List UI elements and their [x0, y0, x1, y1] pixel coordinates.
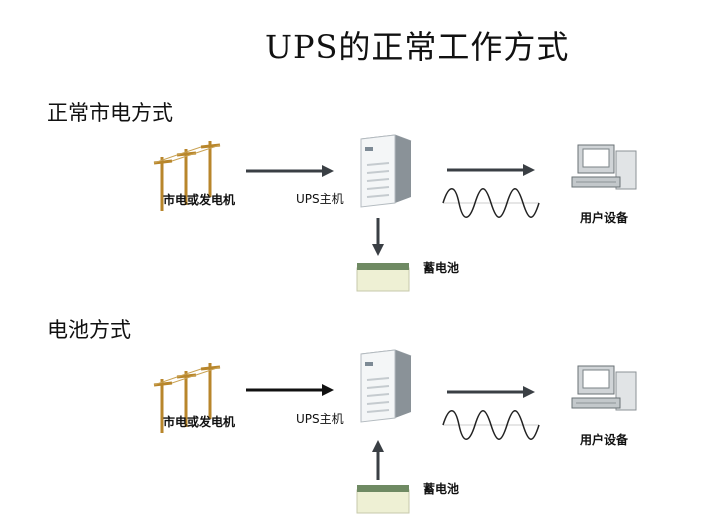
utility-poles-icon: [153, 141, 221, 211]
computer-icon: [571, 144, 637, 190]
source-label: 市电或发电机: [163, 415, 236, 429]
ups-label: UPS主机: [296, 412, 344, 426]
arrow-source-to-ups: [246, 165, 334, 177]
sine-wave-icon: [442, 410, 540, 440]
source-label: 市电或发电机: [163, 193, 236, 207]
arrow-ups-to-device: [447, 386, 535, 398]
battery-icon: [356, 485, 410, 514]
ups-tower-icon: [360, 349, 412, 423]
utility-poles-icon: [153, 363, 221, 433]
device-label: 用户设备: [580, 433, 629, 447]
arrow-ups-to-device: [447, 164, 535, 176]
arrow-ups-to-battery: [372, 218, 384, 256]
ups-label: UPS主机: [296, 192, 344, 206]
battery-icon: [356, 263, 410, 292]
computer-icon: [571, 365, 637, 411]
sine-wave-icon: [442, 188, 540, 218]
battery-label: 蓄电池: [423, 261, 460, 275]
diagram-title: UPS的正常工作方式: [265, 28, 570, 66]
ups-tower-icon: [360, 134, 412, 208]
section-heading-battery: 电池方式: [47, 318, 131, 342]
battery-label: 蓄电池: [423, 482, 460, 496]
device-label: 用户设备: [580, 211, 629, 225]
arrow-battery-to-ups: [372, 440, 384, 480]
arrow-source-to-ups: [246, 384, 334, 396]
section-heading-mains: 正常市电方式: [47, 101, 173, 125]
